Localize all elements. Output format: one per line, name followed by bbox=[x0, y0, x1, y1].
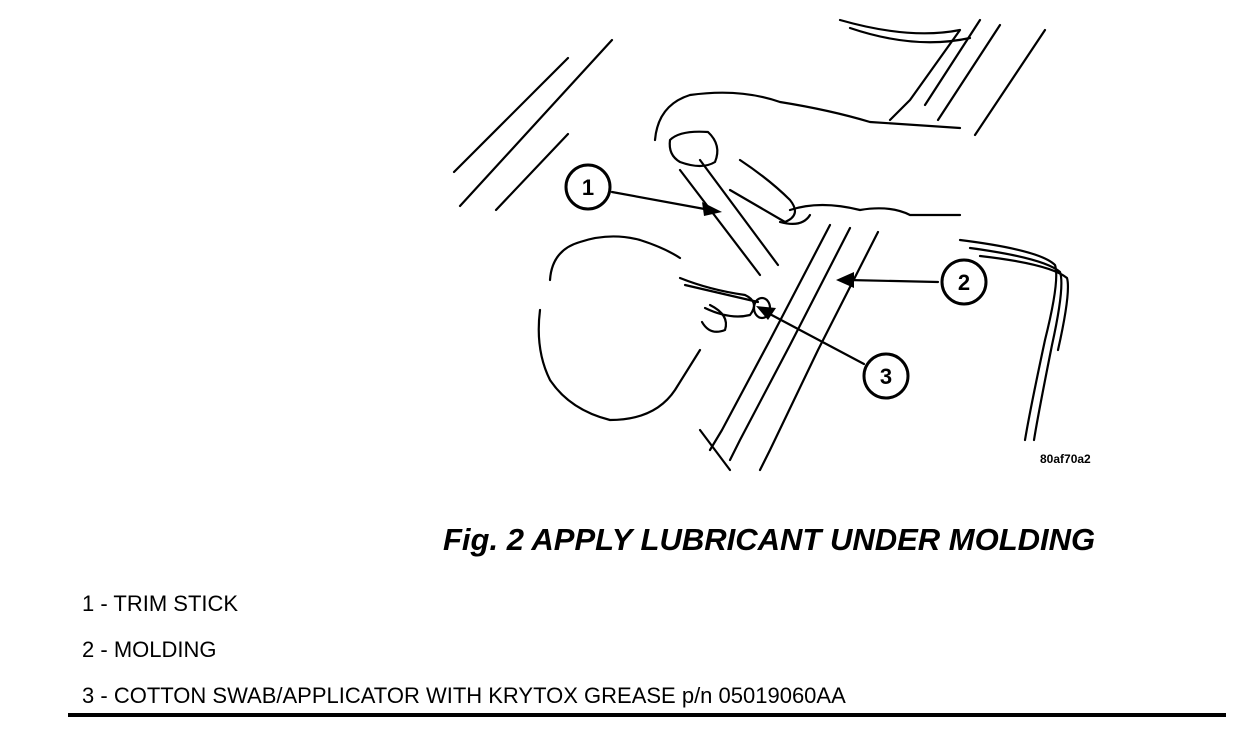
trim-stick bbox=[678, 158, 780, 277]
legend-item: 3 - COTTON SWAB/APPLICATOR WITH KRYTOX G… bbox=[82, 684, 846, 730]
molding-strip bbox=[758, 230, 880, 472]
callout-2: 2 bbox=[940, 258, 988, 306]
glass-line bbox=[458, 38, 614, 208]
leader-line-3 bbox=[764, 310, 866, 366]
legend-item: 1 - TRIM STICK bbox=[82, 592, 846, 638]
lower-hand bbox=[537, 308, 702, 422]
molding-strip bbox=[728, 226, 852, 462]
upper-hand-finger bbox=[778, 213, 812, 225]
legend-sep: - bbox=[94, 591, 114, 616]
leader-line-2 bbox=[846, 278, 940, 284]
arrow-head-2 bbox=[836, 272, 854, 288]
lower-hand bbox=[548, 235, 682, 282]
arrow-head-3 bbox=[756, 306, 776, 320]
callout-3-label: 3 bbox=[880, 364, 892, 389]
callout-1-label: 1 bbox=[582, 175, 594, 200]
callout-2-label: 2 bbox=[958, 270, 970, 295]
legend-num: 1 bbox=[82, 591, 95, 616]
legend-num: 3 bbox=[82, 683, 95, 708]
leader-line-1 bbox=[610, 190, 712, 212]
window-frame bbox=[923, 18, 1047, 137]
upper-hand-finger bbox=[728, 158, 797, 224]
legend-num: 2 bbox=[82, 637, 95, 662]
lubricant-illustration: 1 2 3 bbox=[440, 10, 1130, 480]
molding-strip bbox=[698, 428, 732, 472]
molding-strip bbox=[708, 223, 832, 452]
door-edge bbox=[968, 246, 1063, 442]
cotton-swab bbox=[683, 283, 760, 304]
callout-1: 1 bbox=[564, 163, 612, 211]
door-edge bbox=[958, 238, 1058, 442]
legend-text: MOLDING bbox=[113, 637, 217, 662]
legend-text: TRIM STICK bbox=[113, 591, 239, 616]
legend-sep: - bbox=[94, 637, 114, 662]
glass-line bbox=[494, 132, 570, 212]
upper-hand bbox=[653, 91, 962, 142]
lower-hand-finger bbox=[678, 276, 756, 318]
legend-list: 1 - TRIM STICK 2 - MOLDING 3 - COTTON SW… bbox=[82, 592, 846, 730]
figure-title: Fig. 2 APPLY LUBRICANT UNDER MOLDING bbox=[443, 522, 1096, 557]
callout-3: 3 bbox=[862, 352, 910, 400]
window-frame bbox=[838, 18, 962, 122]
arrow-head-1 bbox=[702, 202, 722, 216]
upper-hand-thumb bbox=[668, 130, 719, 168]
glass-line bbox=[452, 56, 570, 174]
window-frame bbox=[848, 26, 972, 44]
door-edge bbox=[978, 254, 1070, 352]
upper-hand-finger bbox=[788, 203, 962, 217]
lower-hand-finger bbox=[700, 303, 728, 333]
figure-ref-code: 80af70a2 bbox=[1040, 452, 1091, 466]
illustration-drawing: 1 2 3 bbox=[452, 18, 1070, 472]
bottom-rule bbox=[68, 713, 1226, 717]
legend-sep: - bbox=[94, 683, 114, 708]
legend-item: 2 - MOLDING bbox=[82, 638, 846, 684]
legend-text: COTTON SWAB/APPLICATOR WITH KRYTOX GREAS… bbox=[113, 683, 846, 708]
